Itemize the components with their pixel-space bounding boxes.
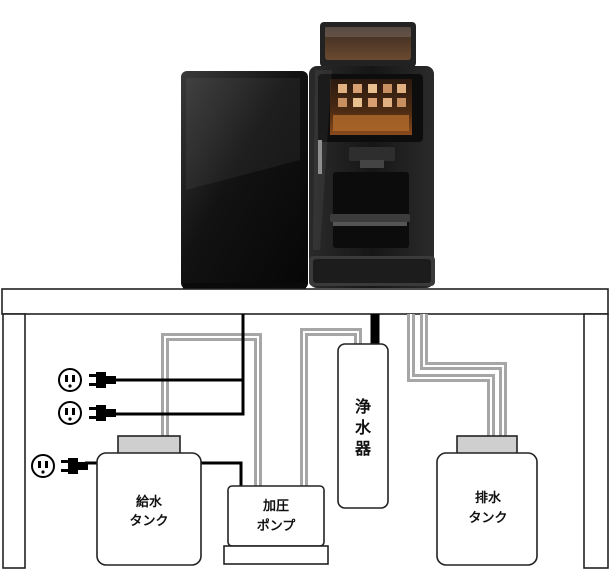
supply-tank: 給水 タンク — [96, 435, 202, 566]
pump-label-2: ポンプ — [257, 518, 297, 534]
counter-table — [1, 288, 609, 569]
drain-tank: 排水 タンク — [436, 435, 538, 566]
cable-machine — [116, 314, 245, 416]
filter-label-1: 浄 — [355, 397, 371, 416]
supply-tank-label-1: 給水 — [136, 494, 163, 510]
supply-tank-label-2: タンク — [129, 514, 168, 529]
power-outlet-icon — [58, 368, 82, 392]
coffee-machine-icon — [309, 22, 435, 288]
water-pipes — [161, 314, 507, 486]
power-plug-icon — [89, 405, 116, 421]
power-outlet-icon — [58, 401, 82, 425]
fridge-unit-icon — [181, 71, 308, 291]
power-plug-icon — [61, 458, 88, 474]
power-outlet-icon — [31, 454, 55, 478]
drain-tank-label-1: 排水 — [475, 490, 502, 506]
pump-label-1: 加圧 — [262, 499, 289, 514]
booster-pump: 加圧 ポンプ — [223, 485, 329, 565]
drain-tank-label-2: タンク — [468, 511, 507, 526]
filter-label-3: 器 — [354, 439, 372, 458]
filter-label-2: 水 — [355, 418, 372, 437]
power-plug-icon — [89, 372, 116, 388]
water-filter: 浄 水 器 — [337, 343, 389, 509]
